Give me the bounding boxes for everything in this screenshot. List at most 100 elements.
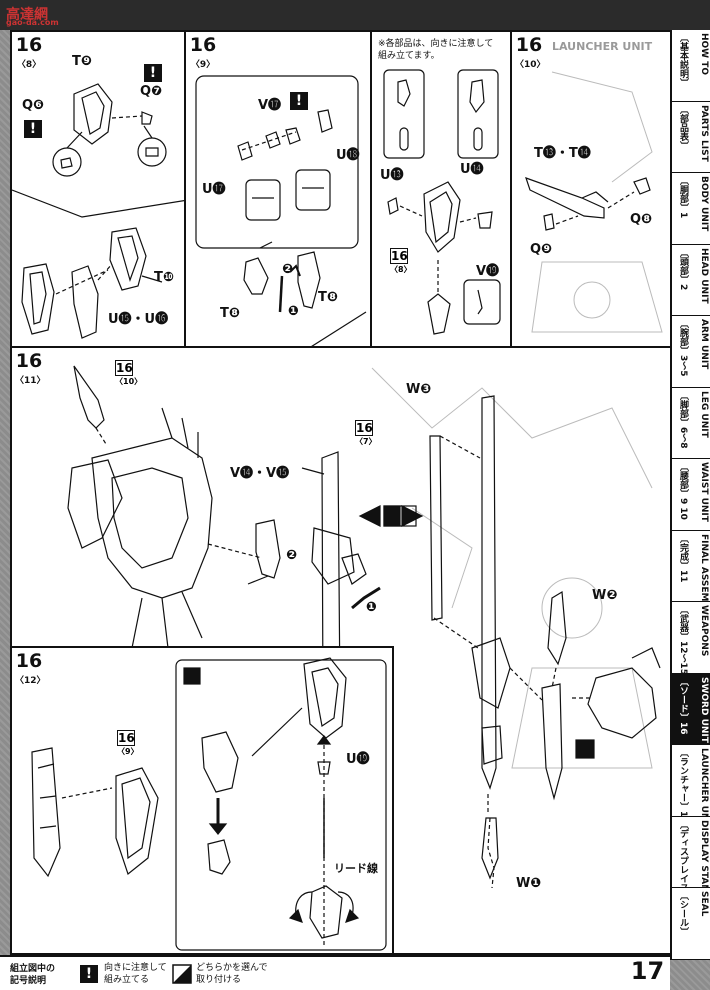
reference-substep: 〈7〉 — [355, 437, 377, 446]
reference-number: 16 — [390, 248, 408, 264]
section-tab[interactable]: 〔腕部〕3〜5 ARM UNIT — [672, 316, 710, 388]
section-tab-en: LEG UNIT — [699, 390, 709, 438]
legend-title: 組立図中の 記号説明 — [10, 963, 55, 987]
label-t8: T❽ — [318, 290, 338, 305]
label-q9: Q❾ — [530, 242, 553, 257]
reference-substep: 〈10〉 — [115, 377, 143, 386]
section-tab-jp: 〔シール〕 — [678, 891, 688, 937]
step-badge: 16 〈12〉 — [15, 650, 46, 686]
section-tab-en: HEAD UNIT — [699, 247, 709, 304]
section-tab[interactable]: 〔武器〕12〜15 WEAPONS — [672, 602, 710, 674]
label-u18: U⓲ — [336, 148, 360, 163]
step-16-10-panel: 16 〈10〉 LAUNCHER UNIT T⓭・T⓮ Q❽ Q❾ — [510, 30, 672, 348]
section-tab-jp: 〔腕部〕3〜5 — [678, 319, 688, 377]
section-tab-en: WEAPONS — [699, 605, 709, 657]
section-tab-en: PARTS LIST — [699, 104, 709, 162]
step-badge: 16 〈9〉 — [189, 34, 217, 70]
legend-choose-line-1: どちらかを選んで — [196, 963, 268, 973]
step-16-12-illustration — [31, 657, 387, 951]
label-u17: U⓱ — [202, 182, 226, 197]
section-tab[interactable]: 〔完成〕11 FINAL ASSEMBLE — [672, 531, 710, 603]
note-line-1: ※各部品は、向きに注意して — [378, 39, 494, 49]
step-16-12-panel: 16 〈12〉 — [10, 646, 394, 955]
legend-caution-line-1: 向きに注意して — [104, 963, 167, 973]
step-number: 16 — [15, 350, 43, 372]
label-t13-t14: T⓭・T⓮ — [534, 146, 591, 161]
label-u15-u16: U⓯・U⓰ — [108, 312, 169, 327]
label-v17: V⓱ — [258, 98, 282, 113]
step-badge: 16 〈8〉 — [15, 34, 43, 70]
reference-step-16-7: 16 〈7〉 — [355, 420, 377, 447]
label-w2: W❷ — [592, 588, 618, 603]
section-tab[interactable]: 〔頭部〕2 HEAD UNIT — [672, 245, 710, 317]
section-tab-jp: 〔胴部〕1 — [678, 176, 688, 219]
section-tab-row: 〔脚部〕6〜8 LEG UNIT — [671, 388, 710, 459]
label-u14: U⓮ — [460, 162, 484, 177]
section-tab[interactable]: 〔ランチャー〕17 LAUNCHER UNIT — [672, 745, 710, 817]
top-strip: 高達網 gao-da.com — [0, 0, 710, 30]
section-tab-row: 〔頭部〕2 HEAD UNIT — [671, 245, 710, 316]
section-tab-row: 〔ランチャー〕17 LAUNCHER UNIT — [671, 745, 710, 816]
label-lead-wire: リード線 — [334, 862, 378, 875]
section-tab[interactable]: 〔基本説明〕 HOW TO — [672, 30, 710, 102]
step-16-9-panel: 16 〈9〉 V⓱ ! U⓲ — [184, 30, 372, 348]
reference-step-16-10: 16 〈10〉 — [115, 360, 143, 387]
background-section-title: LAUNCHER UNIT — [552, 40, 653, 53]
section-tab-row: 〔腕部〕3〜5 ARM UNIT — [671, 316, 710, 387]
legend-caution-line-2: 組み立てる — [104, 975, 150, 985]
section-tab-jp: 〔基本説明〕 — [678, 33, 688, 87]
section-tab-jp: 〔頭部〕2 — [678, 247, 688, 290]
assembly-illustration — [383, 69, 501, 335]
section-tab-jp: 〔部品表〕 — [678, 104, 688, 150]
callout-1: ❶ — [366, 600, 378, 615]
section-tab-jp: 〔ランチャー〕17 — [678, 748, 688, 816]
caution-icon: ! — [80, 965, 98, 983]
caution-icon: ! — [290, 92, 308, 110]
section-tab-jp: 〔武器〕12〜15 — [678, 605, 688, 673]
watermark-logo: 高達網 — [6, 7, 48, 23]
caution-icon: ! — [24, 120, 42, 138]
section-tab-en: FINAL ASSEMBLE — [699, 533, 709, 602]
label-q6: Q❻ — [22, 98, 45, 113]
callout-2: ❷ — [282, 262, 294, 277]
callout-1: ❶ — [288, 304, 300, 319]
step-badge: 16 〈11〉 — [15, 350, 46, 386]
step-substep: 〈12〉 — [15, 676, 46, 686]
section-tab-row: 〔完成〕11 FINAL ASSEMBLE — [671, 531, 710, 602]
reference-number: 16 — [355, 420, 373, 436]
label-q7: Q❼ — [140, 84, 163, 99]
legend-title-line-1: 組立図中の — [10, 964, 56, 974]
section-tab[interactable]: 〔シール〕SEAL — [672, 888, 710, 960]
section-tab-jp: 〔脚部〕6〜8 — [678, 390, 688, 449]
section-tab-en: ARM UNIT — [699, 319, 709, 370]
section-tab-en: LAUNCHER UNIT — [699, 748, 709, 816]
section-tab-en: WAIST UNIT — [699, 462, 709, 523]
section-tab[interactable]: 〔部品表〕 PARTS LIST — [672, 102, 710, 174]
step-number: 16 — [515, 34, 543, 56]
step-substep: 〈10〉 — [515, 60, 546, 70]
assembly-note: ※各部品は、向きに注意して 組み立てます。 — [378, 38, 493, 62]
legend-choose-line-2: 取り付ける — [196, 975, 242, 985]
section-tab-jp: 〔ディスプレイスタンド〕18 — [678, 819, 688, 888]
step-number: 16 — [189, 34, 217, 56]
step-16-8-panel: 16 〈8〉 T❾ Q❻ — [10, 30, 186, 348]
section-tab-jp: 〔完成〕11 — [678, 533, 688, 583]
reference-substep: 〈8〉 — [390, 265, 412, 274]
label-u19: U⓳ — [346, 752, 370, 767]
section-tab-row: 〔シール〕SEAL — [671, 888, 710, 959]
reference-step-16-8: 16 〈8〉 — [390, 248, 412, 275]
section-tab-en: HOW TO — [699, 33, 709, 76]
legend-choose-text: どちらかを選んで 取り付ける — [196, 962, 268, 986]
note-line-2: 組み立てます。 — [378, 51, 440, 61]
label-v19: V⓳ — [476, 264, 500, 279]
step-16-assembly-panel: ※各部品は、向きに注意して 組み立てます。 — [370, 30, 512, 348]
section-tab[interactable]: 〔脚部〕6〜8 LEG UNIT — [672, 388, 710, 460]
